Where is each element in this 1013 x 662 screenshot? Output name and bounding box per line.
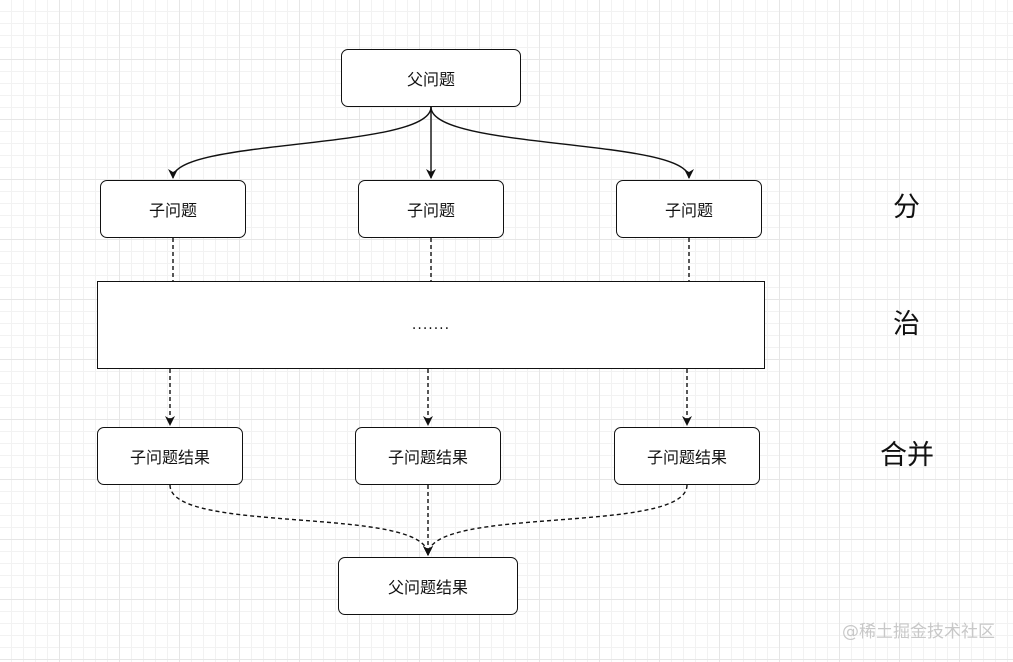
sub-result-label: 子问题结果 <box>129 448 210 467</box>
sub-problem-label: 子问题 <box>664 201 713 220</box>
parent-result-label: 父问题结果 <box>387 578 468 597</box>
arrow-parent-to-sub-right <box>430 106 694 179</box>
dashed-arrow-result-left-to-parent-result <box>169 484 433 556</box>
sub-problem-node-right: 子问题 <box>616 180 762 238</box>
parent-problem-node: 父问题 <box>341 49 521 107</box>
sub-result-node-left: 子问题结果 <box>97 427 243 485</box>
sub-result-node-right: 子问题结果 <box>614 427 760 485</box>
conquer-placeholder-box: ....... <box>97 281 765 369</box>
placeholder-dots: ....... <box>411 317 451 333</box>
sub-result-label: 子问题结果 <box>646 448 727 467</box>
sub-problem-node-left: 子问题 <box>100 180 246 238</box>
dashed-arrow-result-right-to-parent-result <box>423 484 688 556</box>
sub-result-node-center: 子问题结果 <box>355 427 501 485</box>
phase-label-combine: 合并 <box>880 440 934 471</box>
parent-problem-label: 父问题 <box>406 70 455 89</box>
parent-result-node: 父问题结果 <box>338 557 518 615</box>
phase-label-conquer: 治 <box>893 309 920 340</box>
sub-problem-label: 子问题 <box>406 201 455 220</box>
phase-label-divide: 分 <box>893 192 920 223</box>
arrow-parent-to-sub-left <box>168 106 432 179</box>
sub-problem-label: 子问题 <box>148 201 197 220</box>
sub-result-label: 子问题结果 <box>387 448 468 467</box>
sub-problem-node-center: 子问题 <box>358 180 504 238</box>
watermark-text: @稀土掘金技术社区 <box>842 622 995 642</box>
